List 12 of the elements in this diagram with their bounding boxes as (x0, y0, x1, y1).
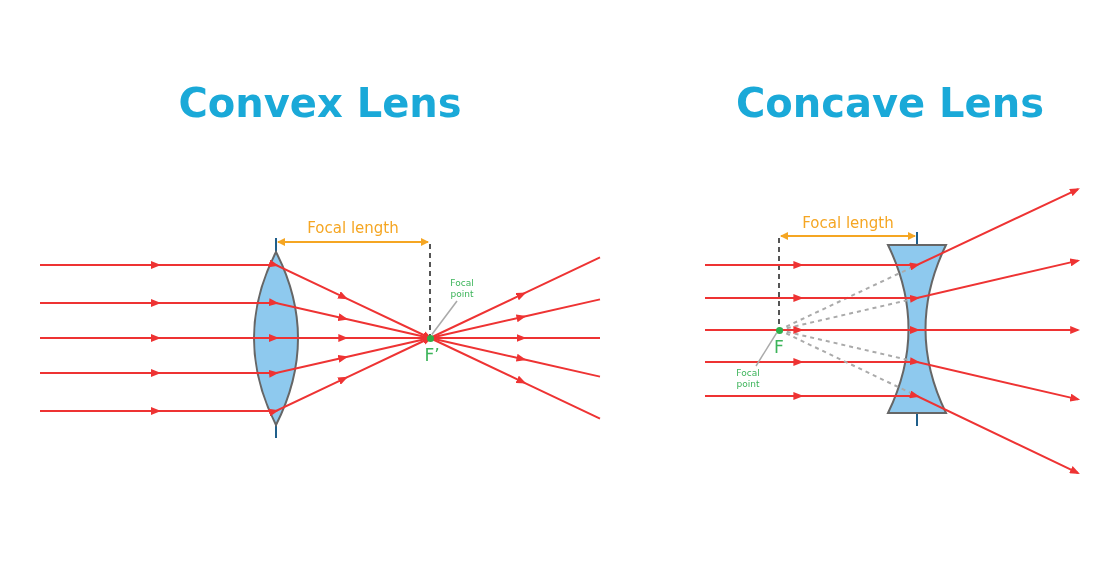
dimension-label: Focal length (802, 214, 894, 232)
focal-point-dot (775, 326, 783, 334)
focal-point-dot (426, 334, 434, 342)
callout-label: Focal point (731, 368, 765, 390)
callout-label: Focal point (445, 278, 479, 300)
heading: Convex Lens (178, 80, 462, 126)
leader-line (755, 332, 778, 367)
point-label: F (774, 337, 784, 357)
heading: Concave Lens (736, 80, 1044, 126)
leader-line (431, 300, 458, 336)
point-label: F’ (424, 345, 440, 365)
dimension-label: Focal length (307, 219, 399, 237)
